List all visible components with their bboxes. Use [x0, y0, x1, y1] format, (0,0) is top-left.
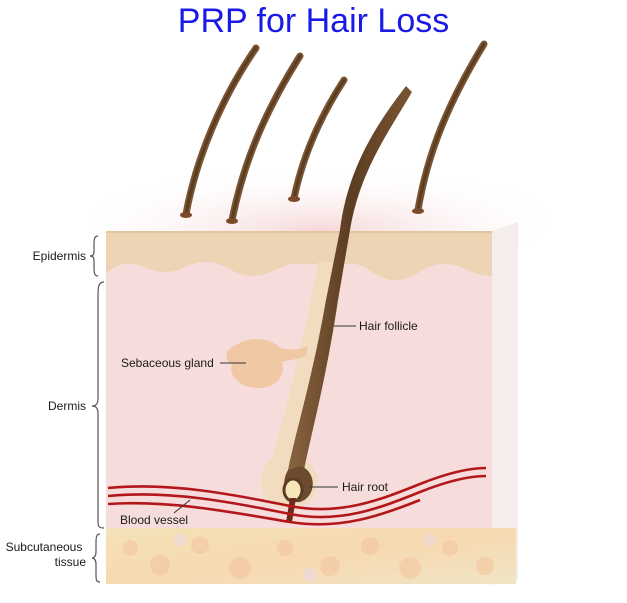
epidermis-layer	[106, 232, 492, 281]
subcutaneous-label-line2: tissue	[54, 555, 86, 569]
blood-vessel-label: Blood vessel	[120, 513, 189, 527]
blood-vessel	[107, 466, 487, 526]
subcutaneous-label-line1: Subcutaneous	[5, 540, 83, 554]
sebaceous-gland	[226, 339, 308, 388]
dermal-papilla	[282, 477, 304, 503]
subcutaneous-tissue-label: Subcutaneous tissue	[2, 540, 86, 570]
hair-pores	[180, 196, 424, 224]
hair-root-label: Hair root	[342, 480, 389, 494]
main-hair-shaft	[288, 86, 412, 470]
fat-cells	[122, 536, 494, 579]
sebaceous-gland-label: Sebaceous gland	[121, 356, 214, 370]
hair-root-tail	[286, 498, 296, 522]
epidermis-label: Epidermis	[32, 249, 86, 263]
hair-follicle-label: Hair follicle	[359, 319, 418, 333]
page-title: PRP for Hair Loss	[177, 2, 450, 40]
layer-braces	[89, 235, 105, 583]
skin-side-face	[490, 222, 518, 585]
leader-lines	[173, 325, 356, 514]
surface-hairs	[182, 40, 488, 224]
dermis-label: Dermis	[48, 399, 86, 413]
